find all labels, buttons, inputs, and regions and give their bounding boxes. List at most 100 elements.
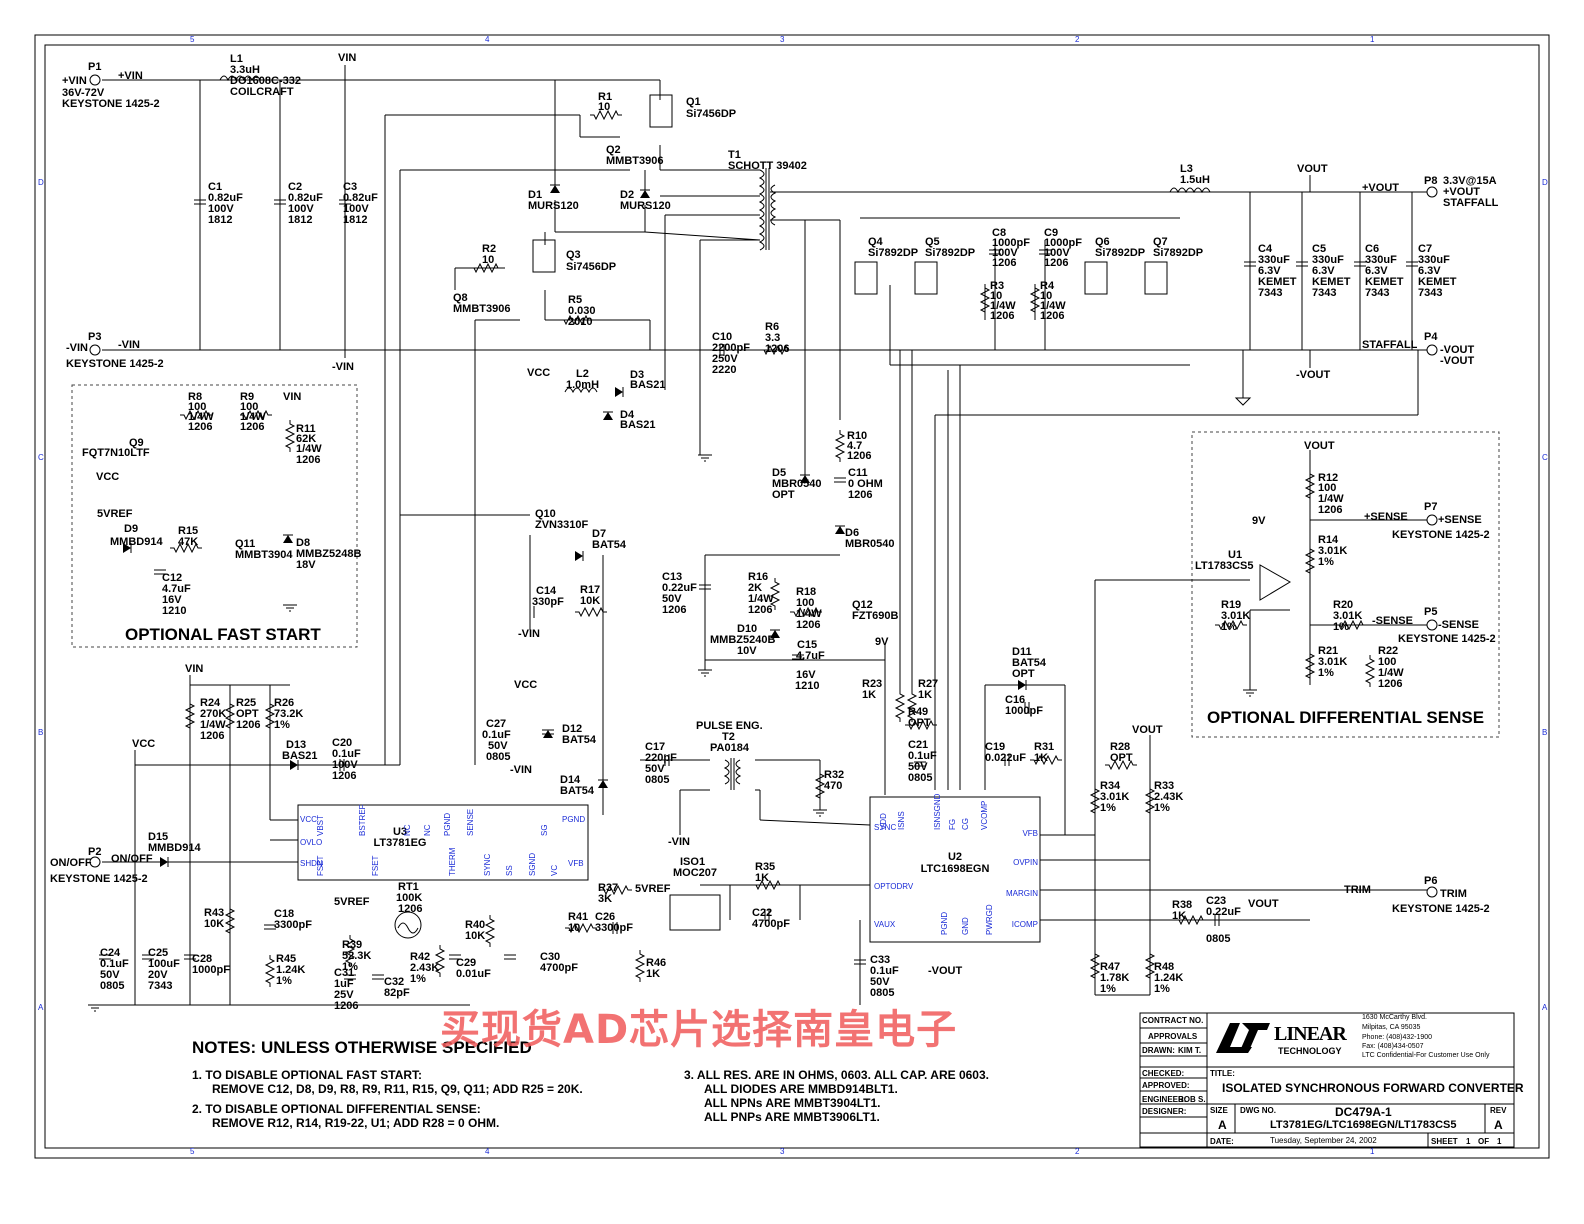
label-r48-1: 1.24K xyxy=(1154,972,1183,984)
label-d4-0: D4 xyxy=(620,409,635,421)
res-r15 xyxy=(170,542,202,554)
optocoupler-ISO1 xyxy=(669,894,721,931)
label-rt1-3: 5VREF xyxy=(334,896,370,908)
label-l3-0: L3 xyxy=(1180,163,1193,175)
label-c4-2: 6.3V xyxy=(1258,265,1281,277)
border-col-2-1: 2 xyxy=(1075,1147,1080,1156)
label-p8-0: P8 xyxy=(1424,175,1437,187)
label-r27-1: 1K xyxy=(918,689,932,701)
label-d3-1: BAS21 xyxy=(630,379,665,391)
diode-d9 xyxy=(123,543,131,553)
label-c1-0: C1 xyxy=(208,181,222,193)
label-p6-3: KEYSTONE 1425-2 xyxy=(1392,903,1490,915)
res-r22 xyxy=(1364,655,1376,687)
label-c4-1: 330uF xyxy=(1258,254,1290,266)
label-r11-2: 1/4W xyxy=(296,443,322,455)
tb-addr2: Milpitas, CA 95035 xyxy=(1362,1024,1421,1031)
tb-engineer: ENGINEER: xyxy=(1142,1095,1187,1104)
tb-title: ISOLATED SYNCHRONOUS FORWARD CONVERTER xyxy=(1222,1081,1524,1095)
u2-bot-pin-2: PWRGD xyxy=(985,904,994,935)
label-c16-0: C16 xyxy=(1005,694,1025,706)
label-d14-0: D14 xyxy=(560,774,581,786)
label-c27-0: C27 xyxy=(486,718,506,730)
u2-pin-vaux: VAUX xyxy=(874,920,896,929)
label-r18-3: 1206 xyxy=(796,619,820,631)
mosfet-symbols xyxy=(532,94,1168,295)
label-r14-2: 1% xyxy=(1318,556,1334,568)
label-r43-1: 10K xyxy=(204,918,224,930)
transformer-T1 xyxy=(758,168,777,251)
label-c16-1: 1000pF xyxy=(1005,705,1043,717)
u2-bot-pin-1: GND xyxy=(961,917,970,935)
label-d11-2: OPT xyxy=(1012,668,1035,680)
label-r46-1: 1K xyxy=(646,968,660,980)
label-r2-1: 10 xyxy=(482,254,494,266)
label-c26-0: C26 xyxy=(595,911,615,923)
label-d6-0: D6 xyxy=(845,527,859,539)
label-diff-title: OPTIONAL DIFFERENTIAL SENSE xyxy=(1207,708,1484,727)
label-r32-0: R32 xyxy=(824,769,844,781)
label-p3-2: -VIN xyxy=(118,339,140,351)
res-r6 xyxy=(760,344,792,356)
label-u2-0: U2 xyxy=(948,851,962,863)
label-p6-0: P6 xyxy=(1424,875,1437,887)
label-r39-0: R39 xyxy=(342,939,362,951)
label-l1-1: 3.3uH xyxy=(230,64,260,76)
label-l2-2: VCC xyxy=(527,367,550,379)
label-p2-2: ON/OFF xyxy=(111,853,153,865)
label-q8-0: Q8 xyxy=(453,292,468,304)
label-r9-0: R9 xyxy=(240,391,254,403)
label-r45-2: 1% xyxy=(276,975,292,987)
res-r5 xyxy=(560,314,592,326)
label-c17-3: 0805 xyxy=(645,774,669,786)
label-q6-1: Si7892DP xyxy=(1095,247,1145,259)
label-c17-2: 50V xyxy=(645,763,665,775)
u2-top-pin-5: VCOMP xyxy=(980,801,989,830)
label-d11-1: BAT54 xyxy=(1012,657,1047,669)
label-c7-4: 7343 xyxy=(1418,287,1442,299)
note-2a: 2. TO DISABLE OPTIONAL DIFFERENTIAL SENS… xyxy=(192,1102,481,1116)
label-r42-0: R42 xyxy=(410,951,430,963)
u2-top-pin-0: VDD xyxy=(879,813,888,830)
label-r48-2: 1% xyxy=(1154,983,1170,995)
border-row-D-1: D xyxy=(1542,178,1548,187)
label-r2-0: R2 xyxy=(482,243,496,255)
tb-confidential: LTC Confidential-For Customer Use Only xyxy=(1362,1052,1490,1059)
label-d10-0: D10 xyxy=(737,623,757,635)
label-r42-2: 1% xyxy=(410,973,426,985)
note-3a: 3. ALL RES. ARE IN OHMS, 0603. ALL CAP. … xyxy=(684,1068,989,1082)
label-p5-3: KEYSTONE 1425-2 xyxy=(1398,633,1496,645)
label-p1-4: KEYSTONE 1425-2 xyxy=(62,98,160,110)
note-3b: ALL DIODES ARE MMBD914BLT1. xyxy=(704,1082,898,1096)
label-t1-0: T1 xyxy=(728,149,741,161)
res-r28 xyxy=(1105,759,1137,771)
tb-addr1: 1630 McCarthy Blvd. xyxy=(1362,1014,1427,1021)
notes-section: NOTES: UNLESS OTHERWISE SPECIFIED 1. TO … xyxy=(192,1038,989,1130)
label-q9-1: FQT7N10LTF xyxy=(82,447,150,459)
label-r23-1: 1K xyxy=(862,689,876,701)
label-r28-2: VOUT xyxy=(1132,724,1163,736)
border-col-4-1: 4 xyxy=(485,1147,490,1156)
label-r24-1: 270K xyxy=(200,708,226,720)
label-p7-3: KEYSTONE 1425-2 xyxy=(1392,529,1490,541)
label-c33-0: C33 xyxy=(870,954,890,966)
label-c12-1: 4.7uF xyxy=(162,583,191,595)
label-d9-5vref: 5VREF xyxy=(97,508,133,520)
label-r4-0: R4 xyxy=(1040,280,1055,292)
label-c27-2: 50V xyxy=(488,740,508,752)
label-r16-0: R16 xyxy=(748,571,768,583)
label-p8-4: +VOUT xyxy=(1362,182,1399,194)
label-d2-1: MURS120 xyxy=(620,200,671,212)
label-c12-3: 1210 xyxy=(162,605,186,617)
u3-pin-pgnd2: PGND xyxy=(562,815,585,824)
res-r3 xyxy=(979,284,991,316)
tb-approved: APPROVED: xyxy=(1142,1081,1190,1090)
label-u1-2: 9V xyxy=(1252,515,1266,527)
label-q11-1: MMBT3904 xyxy=(235,549,293,561)
note-2b: REMOVE R12, R14, R19-22, U1; ADD R28 = 0… xyxy=(212,1116,500,1130)
label-p1-2: +VIN xyxy=(118,70,143,82)
label-p1-0: P1 xyxy=(88,61,101,73)
label-c31-2: 25V xyxy=(334,989,354,1001)
label-r34-2: 1% xyxy=(1100,802,1116,814)
